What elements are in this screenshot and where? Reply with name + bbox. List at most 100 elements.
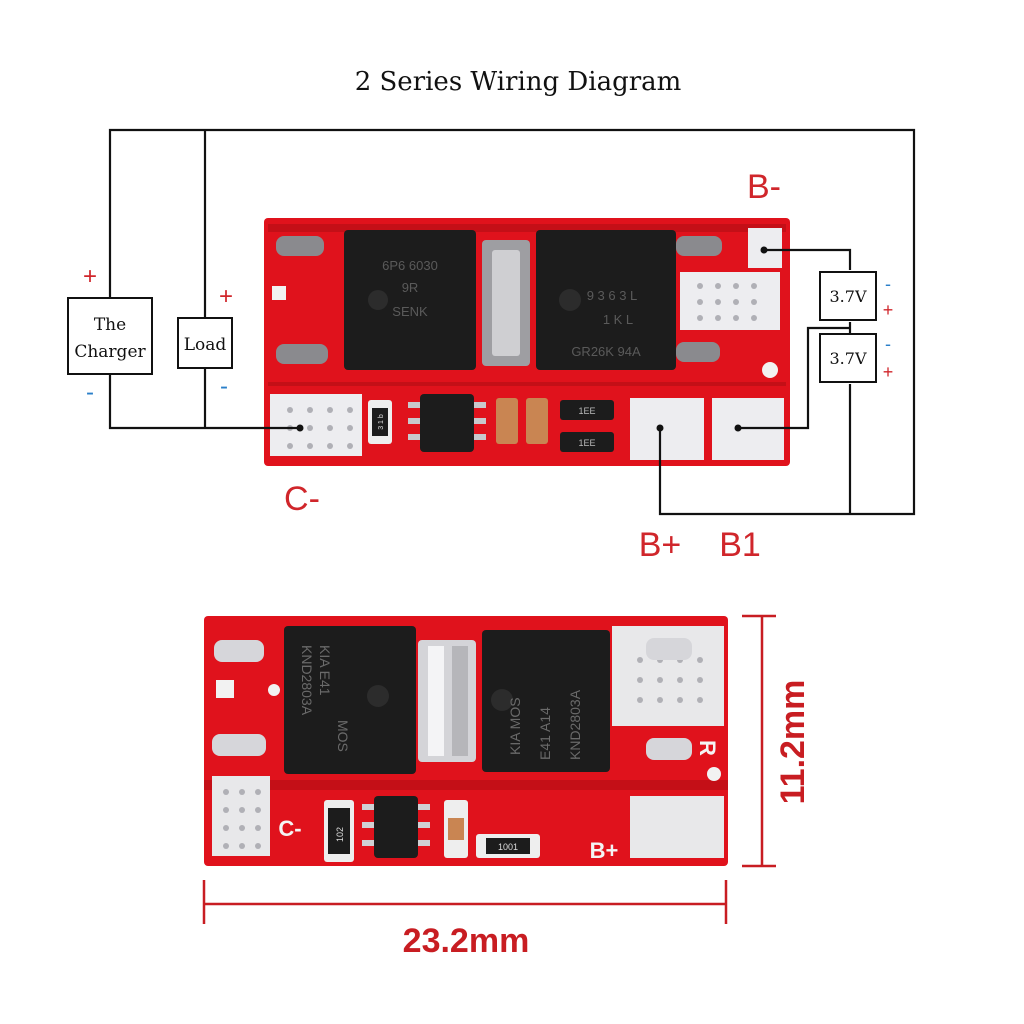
top-mosfet-right-marking-2: 1 K L [603, 312, 633, 327]
bottom-resistor-code-1: 102 [335, 827, 345, 842]
label-c-minus: C- [284, 480, 320, 518]
top-mosfet-right-marking-3: GR26K 94A [571, 344, 641, 359]
bottom-mosfet-left [284, 626, 416, 774]
top-small-component-1 [560, 400, 614, 420]
load-label: Load [184, 335, 227, 355]
bottom-pcb: KIA E41 KND2803A MOS KIA MOS E41 A14 KND… [204, 616, 728, 866]
top-pcb-pad [276, 344, 328, 364]
bottom-pcb-pad [646, 738, 692, 760]
label-b1: B1 [719, 526, 761, 564]
bottom-resistor-2-body [486, 838, 530, 854]
top-resistor-code: 3 1 b [378, 414, 385, 430]
bottom-center-strap-shade [452, 646, 468, 756]
bottom-resistor-code-2: 1001 [498, 842, 518, 852]
bottom-pcb-pad [212, 734, 266, 756]
bottom-mosfet-left-marking-1: KIA E41 [317, 645, 333, 696]
bottom-capacitor-body [448, 818, 464, 840]
charger-box [67, 297, 153, 375]
bottom-pad-c-minus-dots [223, 789, 261, 849]
label-b-plus: B+ [639, 526, 682, 564]
bottom-silk-r: R [695, 740, 720, 756]
bottom-pcb-pad [646, 638, 692, 660]
bottom-pcb-pad [216, 680, 234, 698]
cell-1-label: 3.7V [830, 287, 867, 306]
bottom-silk-c-minus: C- [278, 816, 301, 841]
bottom-pcb-pad [214, 640, 264, 662]
label-b-minus: B- [747, 168, 781, 206]
bottom-mosfet-right-marking-1: KIA MOS [507, 697, 523, 755]
bottom-mosfet-right-marking-3: KND2803A [567, 689, 583, 760]
diagram-title: 2 Series Wiring Diagram [355, 67, 682, 97]
bottom-pcb-trace [204, 780, 728, 790]
top-pcb-trace [268, 382, 786, 386]
load-minus-sign: - [220, 373, 228, 400]
height-label: 11.2mm [774, 680, 812, 805]
top-mosfet-left-marking-2: 9R [402, 280, 419, 295]
top-pcb-trace [268, 224, 786, 232]
bottom-center-strap-highlight [428, 646, 444, 756]
cell-box-2 [819, 333, 877, 383]
bottom-mosfet-left-marking-2: KND2803A [299, 645, 315, 716]
charger-minus-sign: - [86, 379, 94, 406]
wire-b-plus [658, 428, 850, 516]
wire-b-minus [764, 248, 852, 270]
cell-1-minus: - [885, 274, 891, 294]
charger-label-2: Charger [74, 342, 146, 362]
top-pcb: 6P6 6030 9R SENK 9 3 6 3 L 1 K L GR26K 9… [264, 218, 790, 466]
top-center-strap-highlight [492, 250, 520, 356]
top-pcb-pad [272, 286, 286, 300]
top-mosfet-left-marking-1: 6P6 6030 [382, 258, 438, 273]
bottom-pcb-via [707, 767, 721, 781]
cell-1-plus: + [883, 300, 894, 320]
bottom-mosfet-left-dot [367, 685, 389, 707]
top-mosfet-left-dot [368, 290, 388, 310]
top-pcb-pad [676, 236, 722, 256]
node-b1 [734, 424, 742, 432]
top-pad-b-plus [630, 398, 704, 460]
bottom-ic-chip [374, 796, 418, 858]
node-b-minus [760, 246, 768, 254]
top-mosfet-left [344, 230, 476, 370]
top-pcb-pad [676, 342, 720, 362]
top-right-pad-block [680, 272, 780, 330]
dimension-lines [202, 614, 776, 924]
wire-b1 [738, 326, 850, 430]
bottom-pcb-via [268, 684, 280, 696]
width-label: 23.2mm [403, 922, 530, 960]
top-right-pad-dots [697, 283, 757, 321]
bottom-resistor-1-body [328, 808, 350, 854]
top-capacitor-2 [526, 398, 548, 444]
cell-box-1 [819, 271, 877, 321]
top-pad-c-minus [270, 394, 362, 456]
top-mosfet-left-marking-3: SENK [392, 304, 428, 319]
top-capacitor-1 [496, 398, 518, 444]
top-pcb-via [762, 362, 778, 378]
top-resistor-body [372, 408, 388, 436]
top-mosfet-right-dot [559, 289, 581, 311]
charger-plus-sign: + [83, 263, 97, 290]
wire-charger-minus [108, 374, 300, 430]
cell-2-plus: + [883, 362, 894, 382]
cell-2-label: 3.7V [830, 349, 867, 368]
cell-2-minus: - [885, 334, 891, 354]
load-plus-sign: + [219, 283, 233, 310]
bottom-mosfet-right-marking-2: E41 A14 [537, 707, 553, 760]
wires [108, 128, 916, 516]
top-small-code-1: 1EE [578, 406, 595, 416]
bottom-mosfet-right [482, 630, 610, 772]
bottom-mosfet-right-dot [491, 689, 513, 711]
top-mosfet-right [536, 230, 676, 370]
bottom-silk-b-plus: B+ [590, 838, 619, 863]
bottom-mosfet-left-marking-3: MOS [335, 720, 351, 752]
top-pcb-pad [276, 236, 324, 256]
node-c-minus [296, 424, 304, 432]
node-b-plus [656, 424, 664, 432]
top-pad-c-minus-dots [287, 407, 353, 449]
top-ic-chip-pins [408, 402, 486, 440]
top-ic-chip [420, 394, 474, 452]
top-small-code-2: 1EE [578, 438, 595, 448]
top-small-component-2 [560, 432, 614, 452]
bottom-pad-b-plus [630, 796, 724, 858]
load-box [177, 317, 233, 369]
